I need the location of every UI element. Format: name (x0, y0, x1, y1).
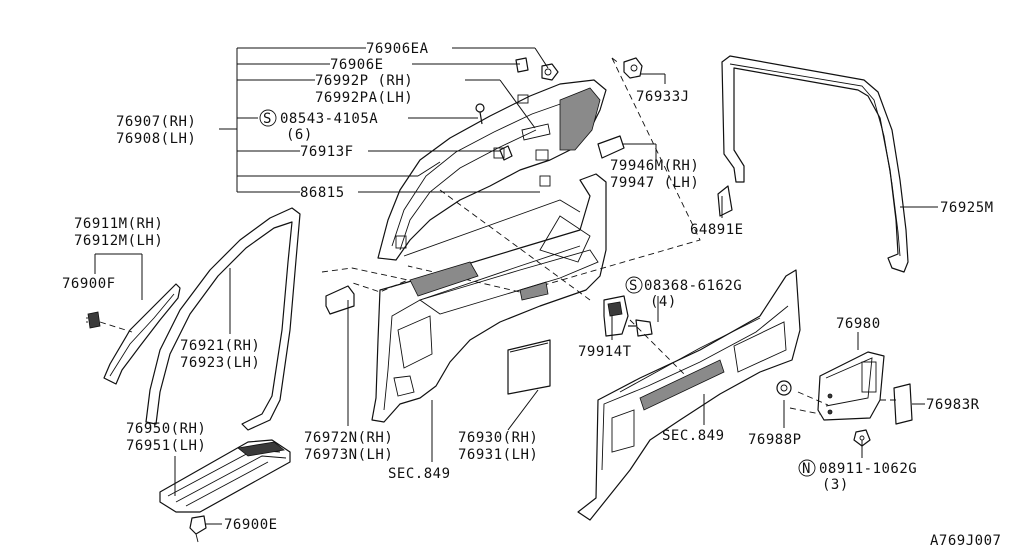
label-79946M: 79946M(RH) (610, 158, 699, 174)
symbol-s-2: S (625, 276, 643, 294)
clip-76906EA (541, 63, 559, 81)
label-76951: 76951(LH) (126, 438, 206, 454)
grommet-76988P (776, 380, 792, 396)
label-08368-qty: (4) (650, 294, 677, 310)
cover-79946M (597, 135, 625, 159)
label-79914T: 79914T (578, 344, 632, 360)
label-76931: 76931(LH) (458, 447, 538, 463)
rear-lower-trim (577, 269, 801, 521)
lower-quarter-trim (371, 173, 607, 423)
symbol-s-1: S (259, 109, 277, 127)
clip-76900F (86, 311, 101, 329)
label-sec849-right: SEC.849 (662, 428, 725, 444)
label-76933J: 76933J (636, 89, 690, 105)
part-labels: 76906EA 76906E 76992P (RH) 76992PA(LH) 7… (62, 41, 1001, 549)
label-76921: 76921(RH) (180, 338, 260, 354)
clip-76906E (515, 57, 529, 73)
drawing-id: A769J007 (930, 533, 1001, 549)
label-64891E: 64891E (690, 222, 744, 238)
label-76988P: 76988P (748, 432, 802, 448)
label-08543: 08543-4105A (280, 111, 378, 127)
bolt-08368 (628, 319, 653, 337)
bracket-79914T (603, 295, 629, 337)
label-76900F: 76900F (62, 276, 116, 292)
symbol-n-text: N (802, 461, 811, 477)
label-08911: 08911-1062G (819, 461, 917, 477)
label-76930: 76930(RH) (458, 430, 538, 446)
label-76973N: 76973N(LH) (304, 447, 393, 463)
label-76908: 76908(LH) (116, 131, 196, 147)
label-08368: 08368-6162G (644, 278, 742, 294)
label-08543-qty: (6) (286, 127, 313, 143)
label-76911M: 76911M(RH) (74, 216, 163, 232)
symbol-s-text-1: S (263, 111, 272, 127)
nut-08911 (853, 429, 871, 447)
assembly-dashed-lines (321, 57, 898, 415)
weatherstrip-76921 (145, 207, 301, 431)
label-76972N: 76972N(RH) (304, 430, 393, 446)
label-79947: 79947 (LH) (610, 175, 699, 191)
screw-08543 (475, 103, 485, 125)
label-76913F: 76913F (300, 144, 354, 160)
label-86815: 86815 (300, 185, 345, 201)
kicking-plate-76950 (159, 439, 291, 513)
label-76907: 76907(RH) (116, 114, 196, 130)
cap-76933J (623, 57, 643, 79)
label-sec849-left: SEC.849 (388, 466, 451, 482)
clip-76900E (189, 515, 207, 543)
panel-76930 (507, 339, 551, 395)
label-76906E: 76906E (330, 57, 384, 73)
symbol-n: N (798, 459, 816, 477)
label-76900E: 76900E (224, 517, 278, 533)
upper-quarter-trim (377, 79, 607, 261)
cover-76972N (325, 285, 355, 315)
pad-64891E (717, 185, 733, 217)
label-76950: 76950(RH) (126, 421, 206, 437)
symbol-s-text-2: S (629, 278, 638, 294)
pillar-trim-76911M (103, 283, 181, 385)
weatherstrip-76925M (721, 55, 909, 273)
clip-76913F (499, 145, 513, 161)
label-76923: 76923(LH) (180, 355, 260, 371)
storage-box-76980 (817, 351, 885, 421)
cover-76983R (893, 383, 913, 425)
label-76912M: 76912M(LH) (74, 233, 163, 249)
label-76983R: 76983R (926, 397, 980, 413)
label-76980: 76980 (836, 316, 881, 332)
label-76992P: 76992P (RH) (315, 73, 413, 89)
label-08911-qty: (3) (822, 477, 849, 493)
label-76906EA: 76906EA (366, 41, 429, 57)
label-76992PA: 76992PA(LH) (315, 90, 413, 106)
label-76925M: 76925M (940, 200, 994, 216)
